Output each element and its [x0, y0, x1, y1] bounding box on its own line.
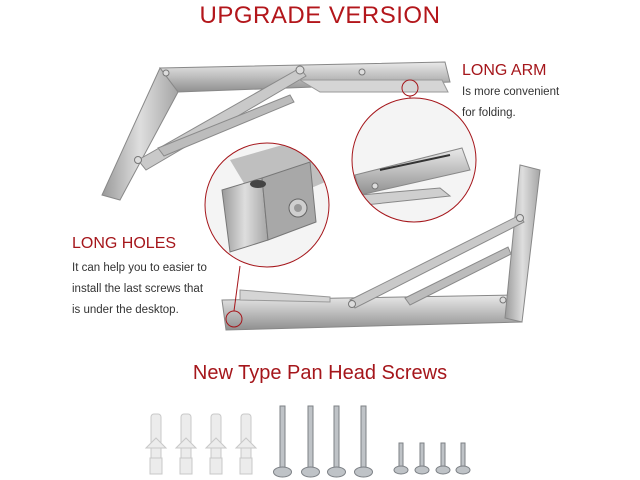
long-holes-line: is under the desktop. — [72, 304, 179, 316]
detail-circle-long-holes — [204, 142, 330, 312]
upper-bracket — [101, 61, 451, 201]
long-arm-line: Is more convenient — [462, 86, 560, 98]
long-arm-line: for folding. — [462, 107, 516, 119]
long-holes-line: It can help you to easier to — [72, 262, 207, 274]
detail-circle-long-arm — [351, 96, 477, 223]
long-screw-group — [273, 405, 373, 478]
long-holes-line: install the last screws that — [72, 283, 204, 295]
screws-title: New Type Pan Head Screws — [192, 362, 448, 384]
lower-bracket — [221, 164, 541, 331]
long-arm-title: LONG ARM — [462, 62, 547, 79]
long-arm-description: Is more convenient for folding. — [462, 82, 559, 124]
long-holes-title: LONG HOLES — [72, 235, 177, 252]
wall-anchor-group — [144, 413, 258, 475]
page-title: UPGRADE VERSION — [199, 2, 441, 29]
hardware-kit — [144, 405, 471, 478]
long-holes-description: It can help you to easier to install the… — [72, 258, 207, 321]
short-screw-group — [393, 442, 471, 475]
